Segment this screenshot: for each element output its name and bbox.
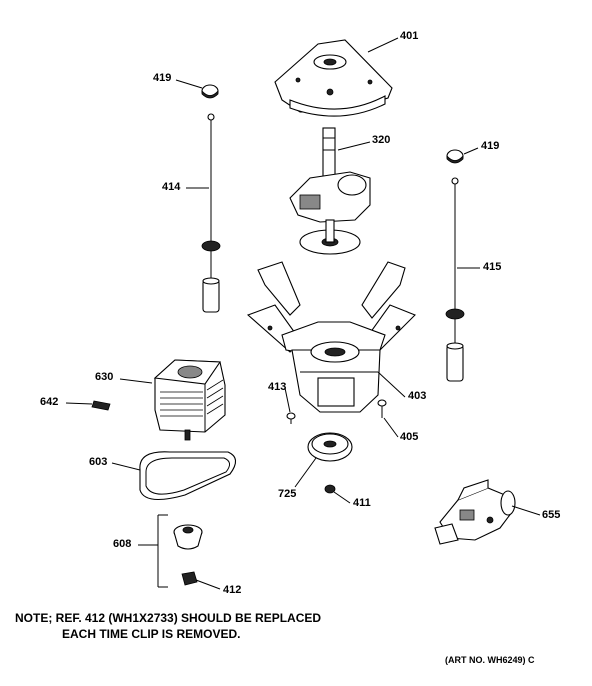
part-655-pump (434, 479, 516, 545)
callout-642: 642 (40, 396, 59, 408)
part-415-suspension-rod (445, 177, 465, 382)
callout-320: 320 (372, 134, 391, 146)
part-725-pulley (307, 432, 353, 462)
callout-630: 630 (95, 371, 114, 383)
note-line-1: NOTE; REF. 412 (WH1X2733) SHOULD BE REPL… (15, 611, 322, 625)
part-401-cover (274, 39, 393, 117)
callout-419-right: 419 (481, 140, 500, 152)
part-403-base (246, 261, 416, 413)
callout-411: 411 (353, 497, 371, 509)
part-419-left-cap (201, 84, 219, 99)
callout-655: 655 (542, 509, 561, 521)
callout-415: 415 (483, 261, 502, 273)
part-412-clip (181, 571, 198, 586)
part-413-screw (286, 412, 296, 424)
part-411-nut (324, 484, 336, 494)
callout-603: 603 (89, 456, 108, 468)
callout-412: 412 (223, 584, 242, 596)
part-603-belt (139, 451, 237, 501)
callout-413: 413 (268, 381, 287, 393)
part-414-suspension-rod (201, 113, 221, 313)
leader-lines (65, 37, 541, 590)
note-line-2: EACH TIME CLIP IS REMOVED. (62, 627, 241, 641)
part-642-clip (91, 400, 111, 411)
callout-405: 405 (400, 431, 419, 443)
callout-401: 401 (400, 30, 419, 42)
callout-608: 608 (113, 538, 132, 550)
art-number: (ART NO. WH6249) C (445, 655, 535, 665)
callout-414: 414 (162, 181, 181, 193)
callout-403: 403 (408, 390, 427, 402)
part-405-bolt (377, 399, 387, 418)
part-630-motor (153, 359, 226, 441)
callout-419-left: 419 (153, 72, 172, 84)
part-419-right-cap (446, 149, 464, 164)
callout-725: 725 (278, 488, 297, 500)
part-608-pulley (157, 514, 203, 588)
part-320-transmission (289, 127, 371, 255)
